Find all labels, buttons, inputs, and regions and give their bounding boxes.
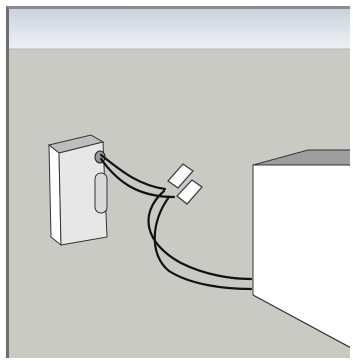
outlet-box[interactable] — [47, 134, 108, 247]
cables — [99, 153, 253, 291]
plug-connector-a[interactable] — [167, 163, 194, 189]
sky-background — [9, 9, 350, 49]
large-box-front-face — [252, 164, 350, 348]
3d-model-viewport[interactable] — [6, 6, 350, 358]
cable-to-plug-a — [99, 153, 167, 191]
large-box-bottom-edge — [252, 294, 350, 348]
plug-icon — [176, 179, 203, 205]
outlet-slot — [94, 172, 108, 214]
cable-from-plug-a — [147, 189, 253, 281]
plug-connector-b[interactable] — [176, 179, 203, 205]
outlet-box-front-face — [58, 141, 108, 246]
cable-from-plug-b — [153, 195, 253, 291]
cable-to-plug-b — [99, 157, 176, 199]
3d-scene[interactable] — [9, 9, 350, 358]
large-box[interactable] — [252, 149, 350, 349]
plug-icon — [167, 163, 194, 189]
